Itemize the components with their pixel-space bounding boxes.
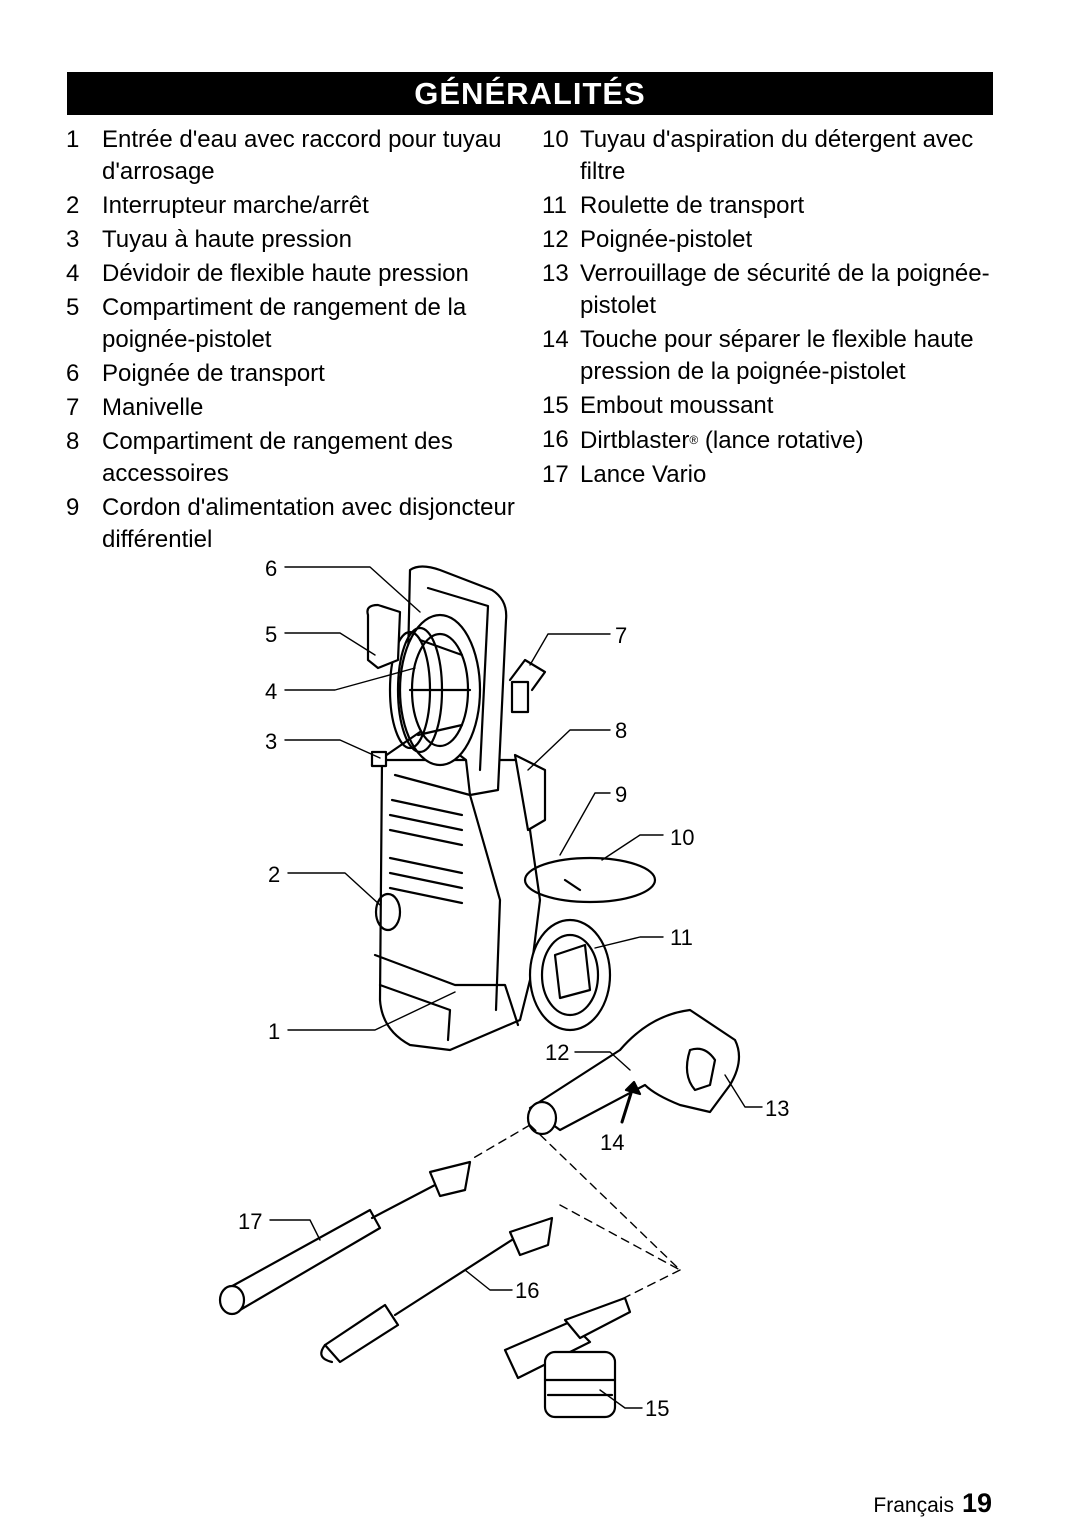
legend-left-column: 1 Entrée d'eau avec raccord pour tuyau d'… xyxy=(60,124,520,558)
legend-number: 11 xyxy=(542,192,567,219)
callout-1: 1 xyxy=(268,1019,281,1044)
callout-12: 12 xyxy=(545,1040,570,1065)
legend-item: 15 Embout moussant xyxy=(540,390,1010,422)
callout-leader-lines xyxy=(269,566,763,1409)
legend-number: 12 xyxy=(542,226,569,253)
callout-7: 7 xyxy=(615,623,628,648)
legend-number: 4 xyxy=(66,260,80,287)
footer-language: Français xyxy=(873,1494,954,1517)
legend-text: Compartiment de rangement des accessoire… xyxy=(102,428,453,487)
legend-item: 5 Compartiment de rangement de la poignée… xyxy=(60,292,520,356)
legend-text: Embout moussant xyxy=(580,392,774,419)
legend-text: Manivelle xyxy=(102,394,204,421)
callout-2: 2 xyxy=(268,862,281,887)
page-footer: Français 19 xyxy=(873,1488,992,1519)
legend-number: 1 xyxy=(66,126,80,153)
callout-6: 6 xyxy=(265,556,278,581)
legend-text: Dévidoir de flexible haute pression xyxy=(102,260,469,287)
legend-text: Verrouillage de sécurité de la poignée-p… xyxy=(580,260,990,319)
connection-lines xyxy=(469,1124,681,1301)
dirtblaster-lance xyxy=(320,1216,554,1364)
legend-item: 9 Cordon d'alimentation avec disjoncteur … xyxy=(60,492,520,556)
legend-item: 3 Tuyau à haute pression xyxy=(60,224,520,256)
legend-number: 15 xyxy=(542,392,569,419)
page-number: 19 xyxy=(961,1488,992,1518)
legend-text: Entrée d'eau avec raccord pour tuyau d'a… xyxy=(102,126,502,185)
legend-number: 13 xyxy=(542,260,569,287)
callout-10: 10 xyxy=(670,825,695,850)
callout-11: 11 xyxy=(670,925,693,950)
legend-number: 14 xyxy=(542,326,569,353)
callout-8: 8 xyxy=(615,718,628,743)
legend-text: Roulette de transport xyxy=(580,192,805,219)
legend-item: 6 Poignée de transport xyxy=(60,358,520,390)
legend-item: 2 Interrupteur marche/arrêt xyxy=(60,190,520,222)
section-title: GÉNÉRALITÉS xyxy=(414,75,646,111)
foam-nozzle xyxy=(503,1296,632,1419)
legend-item: 8 Compartiment de rangement des accessoir… xyxy=(60,426,520,490)
legend-text: Dirtblaster® (lance rotative) xyxy=(580,424,1010,457)
legend-number: 6 xyxy=(66,360,80,387)
callout-14: 14 xyxy=(600,1130,625,1155)
legend-item: 4 Dévidoir de flexible haute pression xyxy=(60,258,520,290)
legend-number: 16 xyxy=(542,426,569,453)
legend-text: Poignée de transport xyxy=(102,360,325,387)
registered-mark: ® xyxy=(689,433,699,447)
legend-item: 13 Verrouillage de sécurité de la poignée… xyxy=(540,258,1010,322)
washer-body xyxy=(366,565,657,1052)
legend-item: 12 Poignée-pistolet xyxy=(540,224,1010,256)
legend-right-column: 10 Tuyau d'aspiration du détergent avec f… xyxy=(540,124,1010,493)
legend-number: 3 xyxy=(66,226,80,253)
legend-number: 5 xyxy=(66,294,80,321)
callout-16: 16 xyxy=(515,1278,540,1303)
legend-number: 7 xyxy=(66,394,80,421)
callout-15: 15 xyxy=(645,1396,670,1421)
callout-4: 4 xyxy=(265,679,278,704)
vario-lance xyxy=(218,1160,472,1316)
legend-item: 16 Dirtblaster® (lance rotative) xyxy=(540,424,1010,457)
legend-text: Poignée-pistolet xyxy=(580,226,753,253)
legend-item: 7 Manivelle xyxy=(60,392,520,424)
callout-9: 9 xyxy=(615,782,628,807)
callout-5: 5 xyxy=(265,622,278,647)
legend-text: Lance Vario xyxy=(580,461,707,488)
legend-item: 17 Lance Vario xyxy=(540,459,1010,491)
legend-text: Compartiment de rangement de la poignée-… xyxy=(102,294,467,353)
legend-text: Cordon d'alimentation avec disjoncteur d… xyxy=(102,494,515,553)
callout-13: 13 xyxy=(765,1096,790,1121)
legend-text: Touche pour séparer le flexible haute pr… xyxy=(580,326,974,385)
section-title-banner: GÉNÉRALITÉS xyxy=(67,72,993,115)
callout-3: 3 xyxy=(265,729,278,754)
legend-number: 9 xyxy=(66,494,80,521)
legend-number: 8 xyxy=(66,428,80,455)
legend-number: 17 xyxy=(542,461,569,488)
dirtblaster-suffix: (lance rotative) xyxy=(698,427,864,454)
legend-number: 10 xyxy=(542,126,569,153)
legend-text: Interrupteur marche/arrêt xyxy=(102,192,369,219)
legend-text: Tuyau d'aspiration du détergent avec fil… xyxy=(580,126,974,185)
callout-17: 17 xyxy=(238,1209,263,1234)
legend-item: 1 Entrée d'eau avec raccord pour tuyau d'… xyxy=(60,124,520,188)
legend-item: 10 Tuyau d'aspiration du détergent avec f… xyxy=(540,124,1010,188)
legend-item: 14 Touche pour séparer le flexible haute … xyxy=(540,324,1010,388)
dirtblaster-name: Dirtblaster xyxy=(580,427,690,454)
legend-number: 2 xyxy=(66,192,80,219)
legend-text: Tuyau à haute pression xyxy=(102,226,352,253)
legend-item: 11 Roulette de transport xyxy=(540,190,1010,222)
trigger-gun xyxy=(526,1008,741,1136)
